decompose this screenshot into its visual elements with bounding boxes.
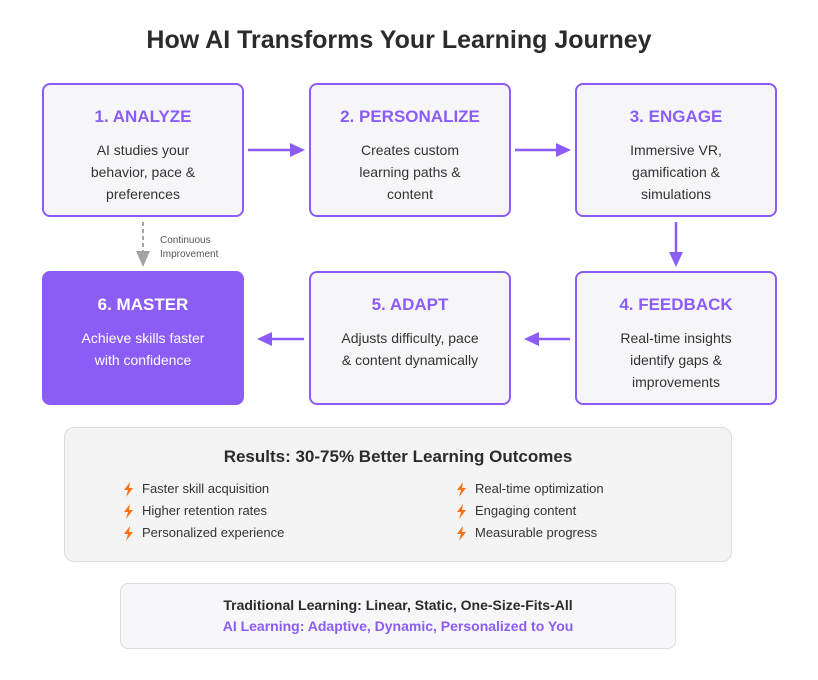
- step-personalize: 2. PERSONALIZE Creates custom learning p…: [309, 83, 511, 217]
- comparison-panel: Traditional Learning: Linear, Static, On…: [120, 583, 676, 649]
- list-item: Faster skill acquisition: [123, 478, 284, 500]
- lightning-icon: [124, 526, 133, 542]
- results-list-right: Real-time optimization Engaging content …: [456, 478, 604, 544]
- results-title: Results: 30-75% Better Learning Outcomes: [223, 447, 573, 466]
- step-master: 6. MASTER Achieve skills faster with con…: [42, 271, 244, 405]
- arrow-continuous-improvement: [136, 222, 150, 267]
- arrow-feedback-to-adapt: [524, 332, 570, 346]
- arrow-adapt-to-master: [257, 332, 304, 346]
- step-title: 5. ADAPT: [371, 295, 449, 314]
- step-title: 1. ANALYZE: [94, 107, 192, 126]
- diagram-title: How AI Transforms Your Learning Journey: [146, 26, 652, 54]
- list-item: Engaging content: [456, 500, 604, 522]
- traditional-learning-text: Traditional Learning: Linear, Static, On…: [223, 597, 573, 613]
- list-item: Measurable progress: [456, 522, 604, 544]
- step-engage: 3. ENGAGE Immersive VR, gamification & s…: [575, 83, 777, 217]
- lightning-icon: [457, 504, 466, 520]
- step-title: 6. MASTER: [97, 295, 189, 314]
- step-description: Achieve skills faster with confidence: [81, 330, 205, 368]
- arrow-engage-to-feedback: [669, 222, 683, 267]
- lightning-icon: [124, 504, 133, 520]
- arrow-personalize-to-engage: [515, 143, 571, 157]
- step-description: AI studies your behavior, pace & prefere…: [90, 142, 196, 202]
- lightning-icon: [457, 482, 466, 498]
- lightning-icon: [457, 526, 466, 542]
- list-item: Higher retention rates: [123, 500, 284, 522]
- step-adapt: 5. ADAPT Adjusts difficulty, pace & cont…: [309, 271, 511, 405]
- list-item: Real-time optimization: [456, 478, 604, 500]
- list-item: Personalized experience: [123, 522, 284, 544]
- arrow-analyze-to-personalize: [248, 143, 305, 157]
- step-title: 2. PERSONALIZE: [340, 107, 480, 126]
- step-feedback: 4. FEEDBACK Real-time insights identify …: [575, 271, 777, 405]
- step-description: Real-time insights identify gaps & impro…: [620, 330, 732, 390]
- continuous-improvement-label: Continuous Improvement: [160, 235, 219, 260]
- step-description: Immersive VR, gamification & simulations: [630, 142, 722, 202]
- results-list-left: Faster skill acquisition Higher retentio…: [123, 478, 284, 544]
- step-description: Creates custom learning paths & content: [359, 142, 461, 202]
- lightning-icon: [124, 482, 133, 498]
- results-panel: Results: 30-75% Better Learning Outcomes…: [64, 427, 732, 562]
- step-title: 3. ENGAGE: [629, 107, 723, 126]
- step-analyze: 1. ANALYZE AI studies your behavior, pac…: [42, 83, 244, 217]
- step-description: Adjusts difficulty, pace & content dynam…: [341, 330, 479, 368]
- step-title: 4. FEEDBACK: [619, 295, 733, 314]
- ai-learning-text: AI Learning: Adaptive, Dynamic, Personal…: [222, 618, 574, 634]
